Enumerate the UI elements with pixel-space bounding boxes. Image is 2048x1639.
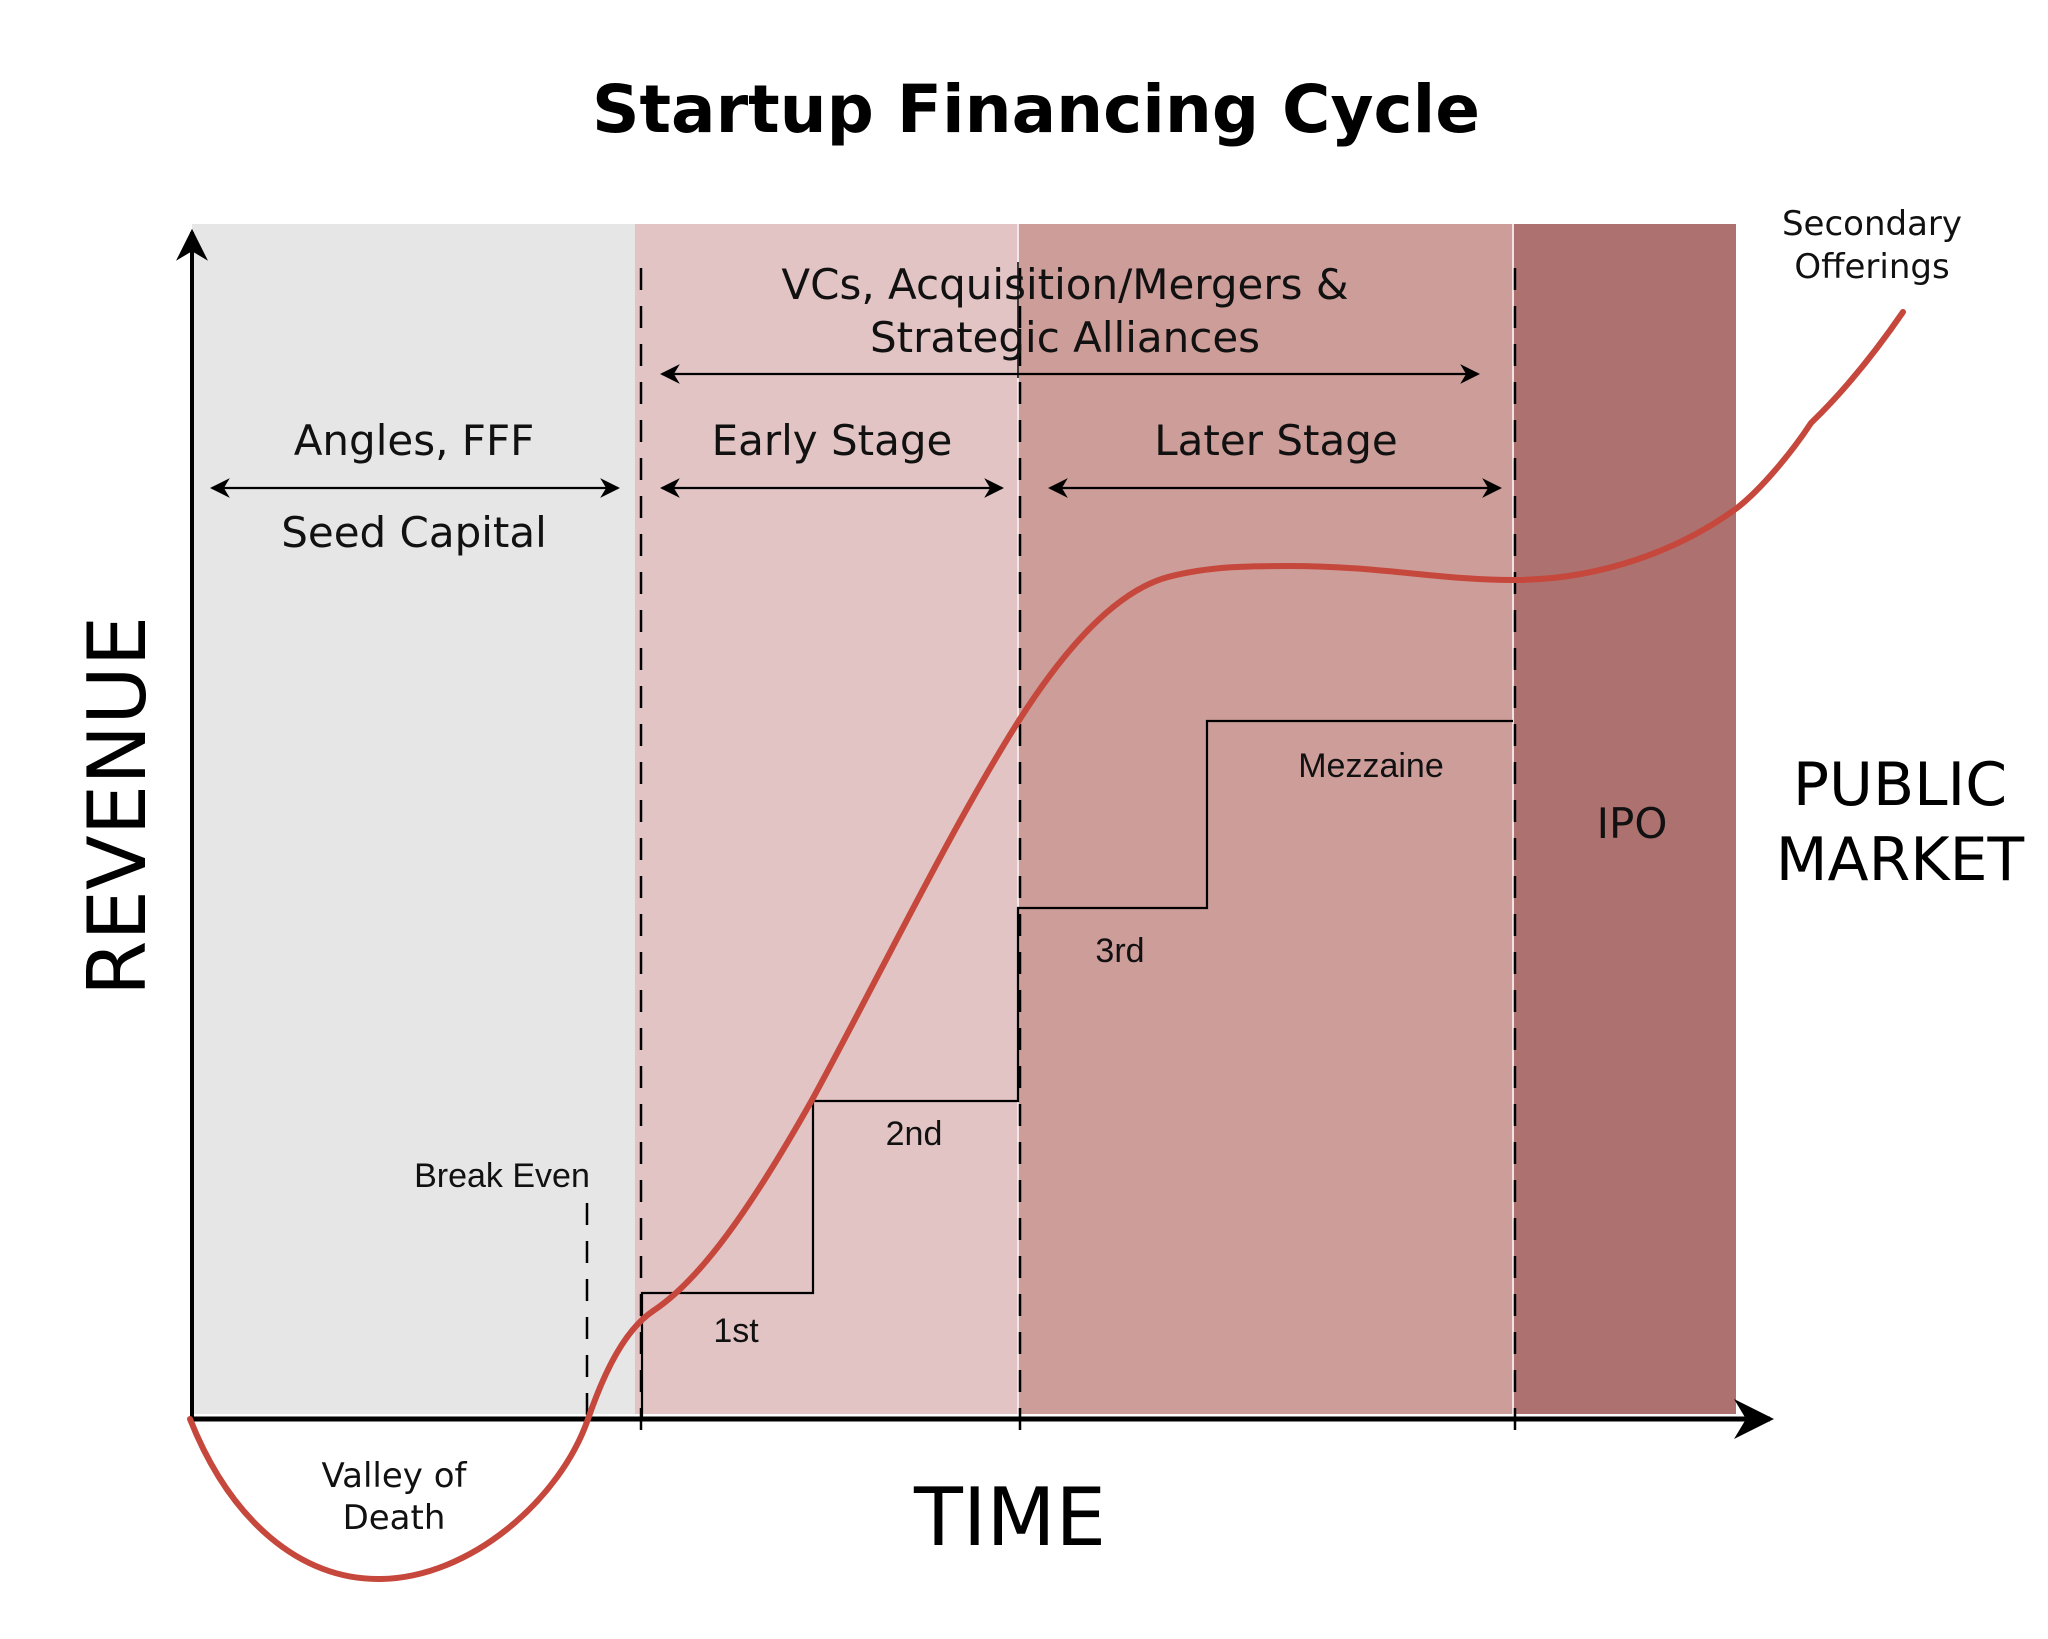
panel-later bbox=[1018, 224, 1513, 1414]
funding-steps bbox=[640, 719, 1513, 1419]
panel-early bbox=[635, 224, 1018, 1414]
secondary-offerings-line2: Offerings bbox=[1794, 247, 1949, 287]
public-market-line1: PUBLIC bbox=[1793, 750, 2007, 820]
round-1st-label: 1st bbox=[713, 1312, 759, 1350]
round-3rd-label: 3rd bbox=[1095, 932, 1144, 970]
ipo-label: IPO bbox=[1597, 799, 1668, 848]
seed-capital-label: Seed Capital bbox=[281, 508, 547, 557]
x-axis-label: TIME bbox=[913, 1471, 1106, 1564]
revenue-curve bbox=[187, 309, 1906, 1583]
vcs-label-line1: VCs, Acquisition/Mergers & bbox=[781, 260, 1348, 309]
round-2nd-label: 2nd bbox=[886, 1115, 943, 1153]
secondary-offerings-line1: Secondary bbox=[1782, 204, 1962, 244]
break-even-label: Break Even bbox=[414, 1157, 590, 1195]
vcs-label-line2: Strategic Alliances bbox=[870, 313, 1260, 362]
angels-fff-label: Angles, FFF bbox=[294, 416, 535, 465]
valley-of-death-line2: Death bbox=[343, 1498, 446, 1538]
diagram-title: Startup Financing Cycle bbox=[592, 71, 1480, 148]
panel-ipo bbox=[1513, 224, 1736, 1414]
later-stage-label: Later Stage bbox=[1154, 416, 1397, 465]
early-stage-label: Early Stage bbox=[712, 416, 953, 465]
round-mezzanine-label: Mezzaine bbox=[1298, 747, 1444, 785]
public-market-line2: MARKET bbox=[1776, 825, 2025, 895]
y-axis-label: REVENUE bbox=[71, 616, 164, 996]
valley-of-death-line1: Valley of bbox=[322, 1456, 468, 1496]
panel-seed bbox=[192, 224, 635, 1414]
